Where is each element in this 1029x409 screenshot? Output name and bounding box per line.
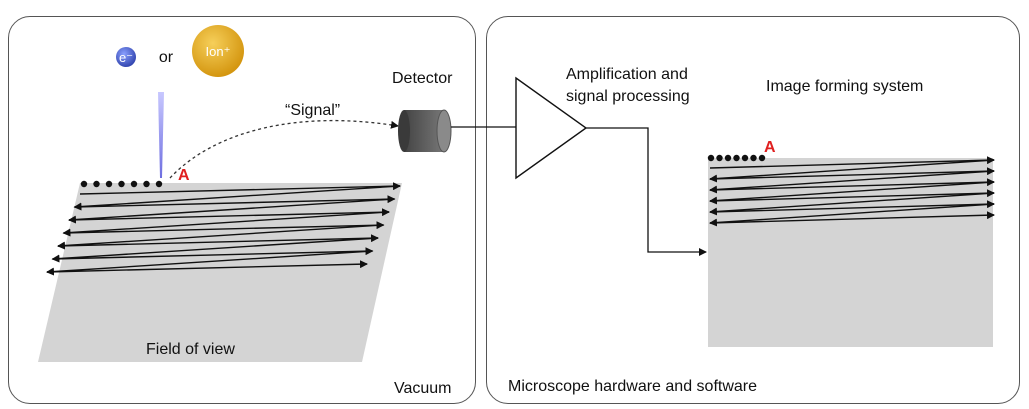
scan-line [709, 211, 995, 224]
retrace-line [709, 159, 995, 183]
image-area [708, 158, 993, 347]
image-forming-label: Image forming system [766, 78, 924, 95]
amplifier-to-image-wire [586, 127, 707, 256]
pixel-dot [130, 180, 138, 188]
pixel-dot [93, 180, 100, 188]
signal-label: “Signal” [285, 102, 341, 119]
detector-label: Detector [392, 70, 453, 87]
scan-line [709, 189, 995, 202]
scan-line [57, 234, 379, 247]
hardware-label: Microscope hardware and software [508, 378, 758, 395]
amplification-line-2: signal processing [566, 88, 690, 105]
or-label: or [159, 49, 174, 66]
field-of-view-area [38, 183, 402, 362]
pixel-dot [716, 154, 723, 162]
scan-line [68, 208, 390, 221]
retrace-line [68, 198, 395, 224]
signal-path [169, 119, 399, 179]
scan-lines [46, 182, 401, 276]
pixel-dot [758, 154, 766, 162]
scan-line [74, 195, 396, 208]
pixel-dot [143, 180, 150, 188]
scan-line [709, 200, 995, 213]
retrace-line [73, 185, 401, 211]
scan-line [79, 182, 401, 195]
retrace-line [46, 250, 373, 276]
vacuum-chamber-panel [8, 16, 476, 404]
scanned-pixels [80, 180, 163, 188]
scan-line [709, 167, 995, 180]
ion-label: Ion⁺ [206, 44, 231, 59]
retrace-line [709, 181, 995, 205]
pixel-dot [750, 154, 757, 162]
pixel-dot [707, 154, 715, 162]
retrace-line [62, 211, 390, 237]
scan-line [709, 178, 995, 191]
pixel-dot [741, 154, 749, 162]
retrace-line [709, 170, 995, 194]
vacuum-label: Vacuum [394, 380, 452, 397]
retrace-line [709, 192, 995, 216]
image-scan-lines [709, 156, 995, 227]
amplifier-triangle-icon [515, 76, 588, 180]
pixel-dot [155, 180, 163, 188]
scan-line [709, 156, 995, 169]
pixel-dot [118, 180, 125, 188]
beam-probe [158, 92, 164, 178]
amplification-label: Amplification and signal processing [566, 64, 690, 108]
marker-a-right: A [764, 139, 776, 156]
ion-particle: Ion⁺ [192, 25, 244, 77]
scan-line [63, 221, 385, 234]
pixel-dot [724, 154, 732, 162]
scan-line [46, 260, 368, 273]
scan-line [52, 247, 374, 260]
retrace-line [57, 224, 384, 250]
pixel-dot [105, 180, 113, 188]
pixel-dot [80, 180, 88, 188]
field-of-view-label: Field of view [146, 341, 235, 358]
pixel-dot [733, 154, 740, 162]
marker-a-left: A [178, 167, 190, 184]
detector-icon [398, 109, 452, 153]
electron-label: e⁻ [119, 50, 133, 65]
retrace-line [51, 237, 379, 263]
amplification-line-1: Amplification and [566, 66, 688, 83]
image-scanned-pixels [707, 154, 766, 162]
electron-particle: e⁻ [116, 47, 136, 67]
microscope-hardware-panel [486, 16, 1020, 404]
retrace-line [709, 203, 995, 227]
